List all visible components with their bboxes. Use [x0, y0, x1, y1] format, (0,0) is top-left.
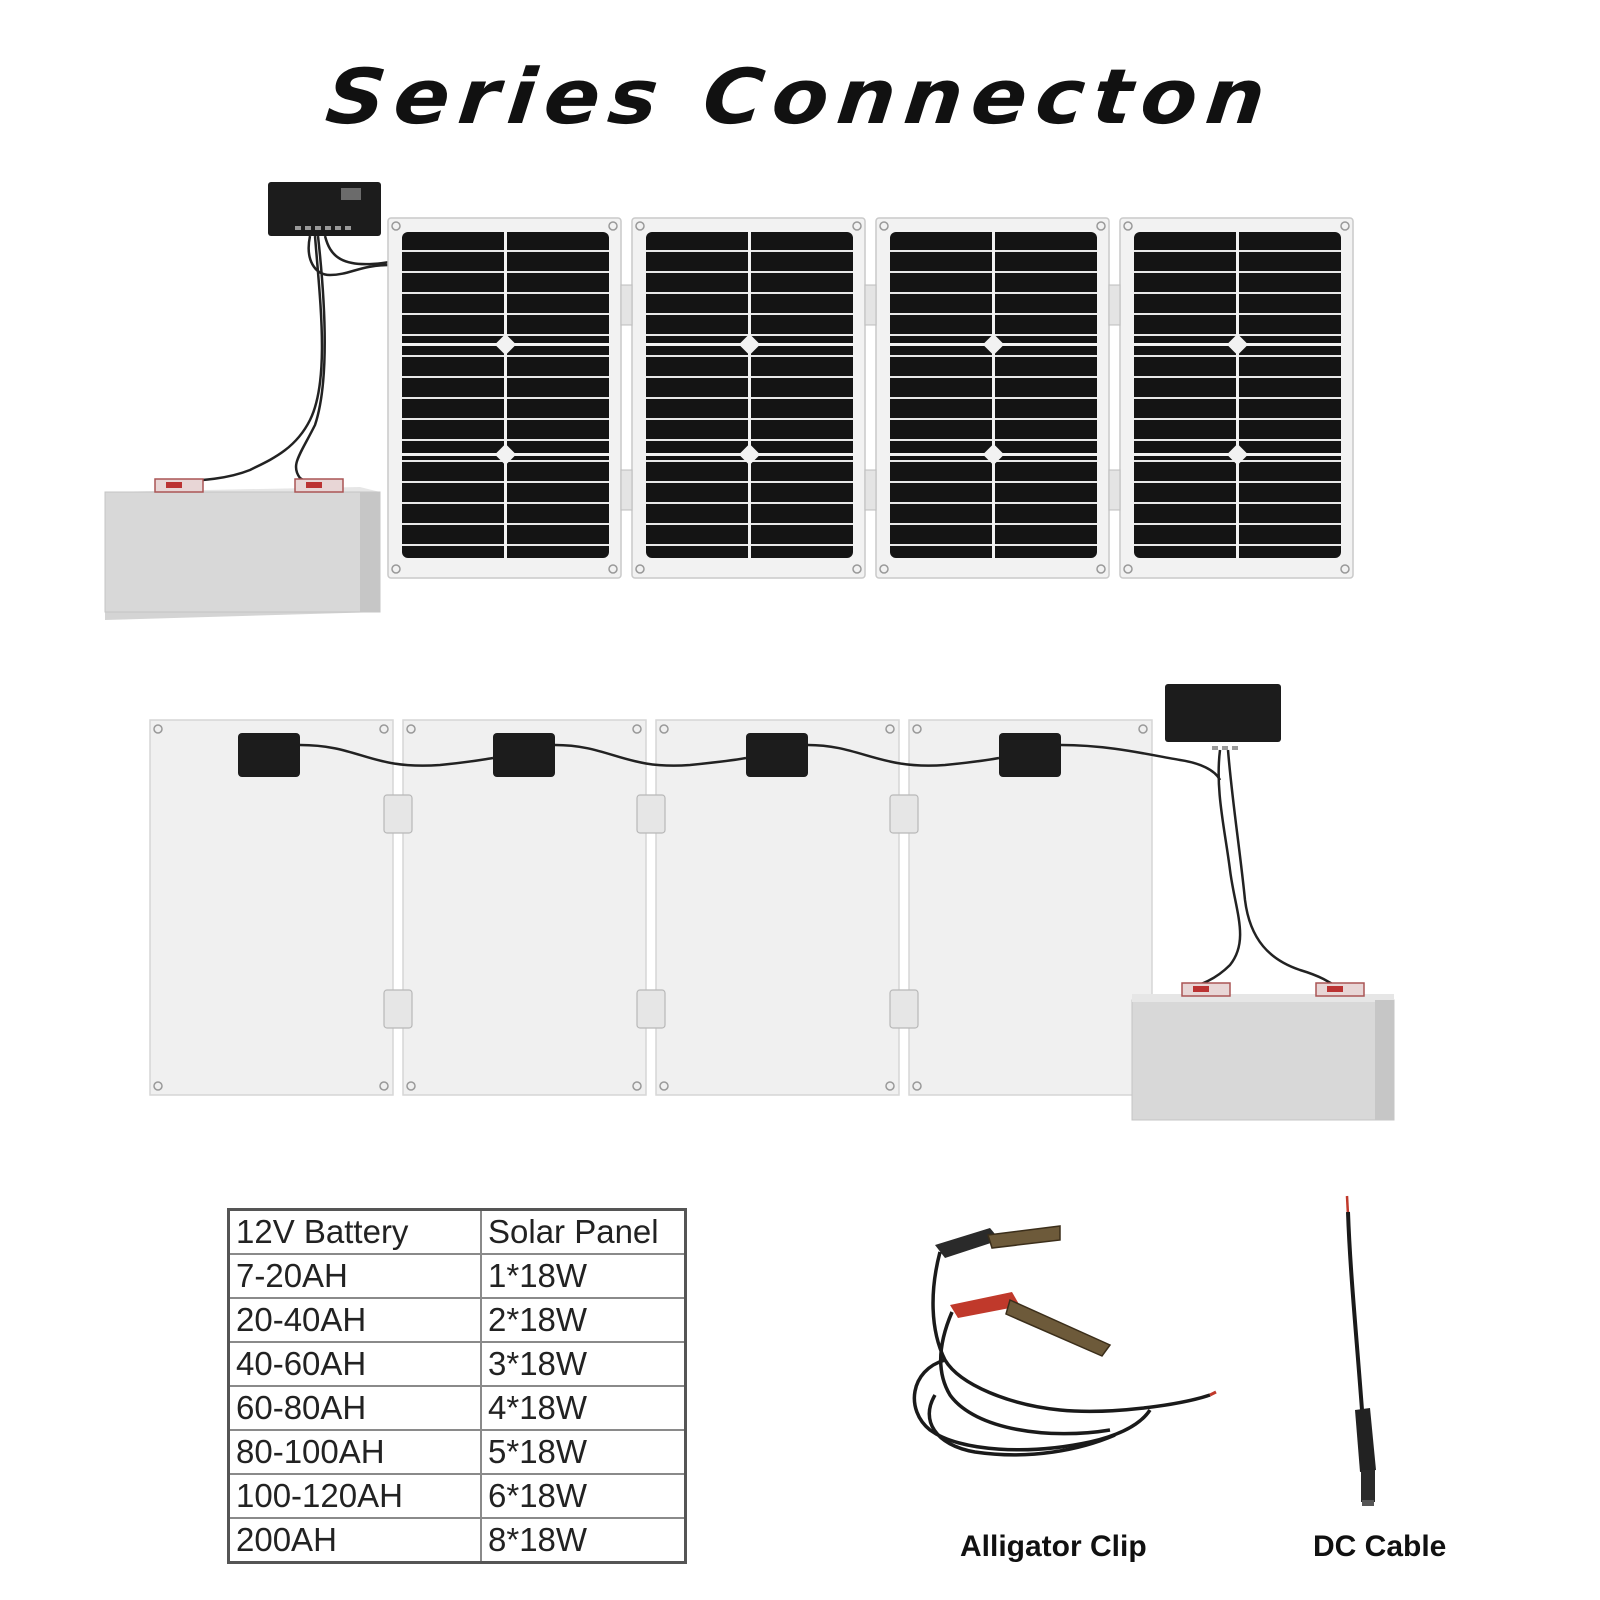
junction-boxes — [238, 733, 1061, 777]
panel-hinges-back — [383, 794, 919, 1029]
controller-to-panel-wire — [174, 235, 391, 484]
cell-panel: 1*18W — [480, 1253, 687, 1299]
cell-battery: 60-80AH — [227, 1385, 482, 1431]
table-header-row: 12V Battery Solar Panel — [227, 1208, 687, 1255]
battery-panel-table: 12V Battery Solar Panel 7-20AH 1*18W 20-… — [227, 1208, 687, 1564]
cell-panel: 3*18W — [480, 1341, 687, 1387]
cell-panel: 6*18W — [480, 1473, 687, 1519]
dc-cable-caption: DC Cable — [1313, 1530, 1447, 1563]
cell-panel: 8*18W — [480, 1517, 687, 1564]
controller-to-battery-wire — [1187, 749, 1339, 990]
cell-panel: 5*18W — [480, 1429, 687, 1475]
solar-panel-back-4 — [908, 719, 1153, 1096]
clip-red — [950, 1292, 1112, 1357]
cell-panel: 4*18W — [480, 1385, 687, 1431]
table-row: 200AH 8*18W — [227, 1517, 687, 1564]
alligator-clip-caption: Alligator Clip — [960, 1530, 1147, 1563]
table-row: 7-20AH 1*18W — [227, 1253, 687, 1299]
cell-battery: 20-40AH — [227, 1297, 482, 1343]
solar-panel-front-2 — [631, 217, 866, 579]
solar-panel-back-3 — [655, 719, 900, 1096]
solar-panel-front-3 — [875, 217, 1110, 579]
table-row: 20-40AH 2*18W — [227, 1297, 687, 1343]
dc-cable-illustration — [1345, 1195, 1376, 1506]
solar-panel-back-1 — [149, 719, 394, 1096]
table-row: 40-60AH 3*18W — [227, 1341, 687, 1387]
series-wires — [299, 743, 1222, 781]
header-solar-panel: Solar Panel — [480, 1208, 687, 1255]
cell-battery: 100-120AH — [227, 1473, 482, 1519]
cell-battery: 200AH — [227, 1517, 482, 1564]
clip-black — [935, 1225, 1061, 1258]
battery-bottom — [1131, 982, 1395, 1121]
charge-controller-top — [268, 182, 381, 236]
solar-panel-front-1 — [387, 217, 622, 579]
charge-controller-bottom — [1165, 684, 1281, 750]
cell-battery: 40-60AH — [227, 1341, 482, 1387]
table-row: 100-120AH 6*18W — [227, 1473, 687, 1519]
table-row: 80-100AH 5*18W — [227, 1429, 687, 1475]
table-row: 60-80AH 4*18W — [227, 1385, 687, 1431]
header-battery: 12V Battery — [227, 1208, 482, 1255]
solar-panel-front-4 — [1119, 217, 1354, 579]
panel-hinges-front — [620, 284, 1121, 511]
alligator-clip-illustration — [912, 1225, 1217, 1457]
solar-panel-back-2 — [402, 719, 647, 1096]
cell-panel: 2*18W — [480, 1297, 687, 1343]
cell-battery: 7-20AH — [227, 1253, 482, 1299]
battery-top — [104, 478, 381, 620]
cell-battery: 80-100AH — [227, 1429, 482, 1475]
